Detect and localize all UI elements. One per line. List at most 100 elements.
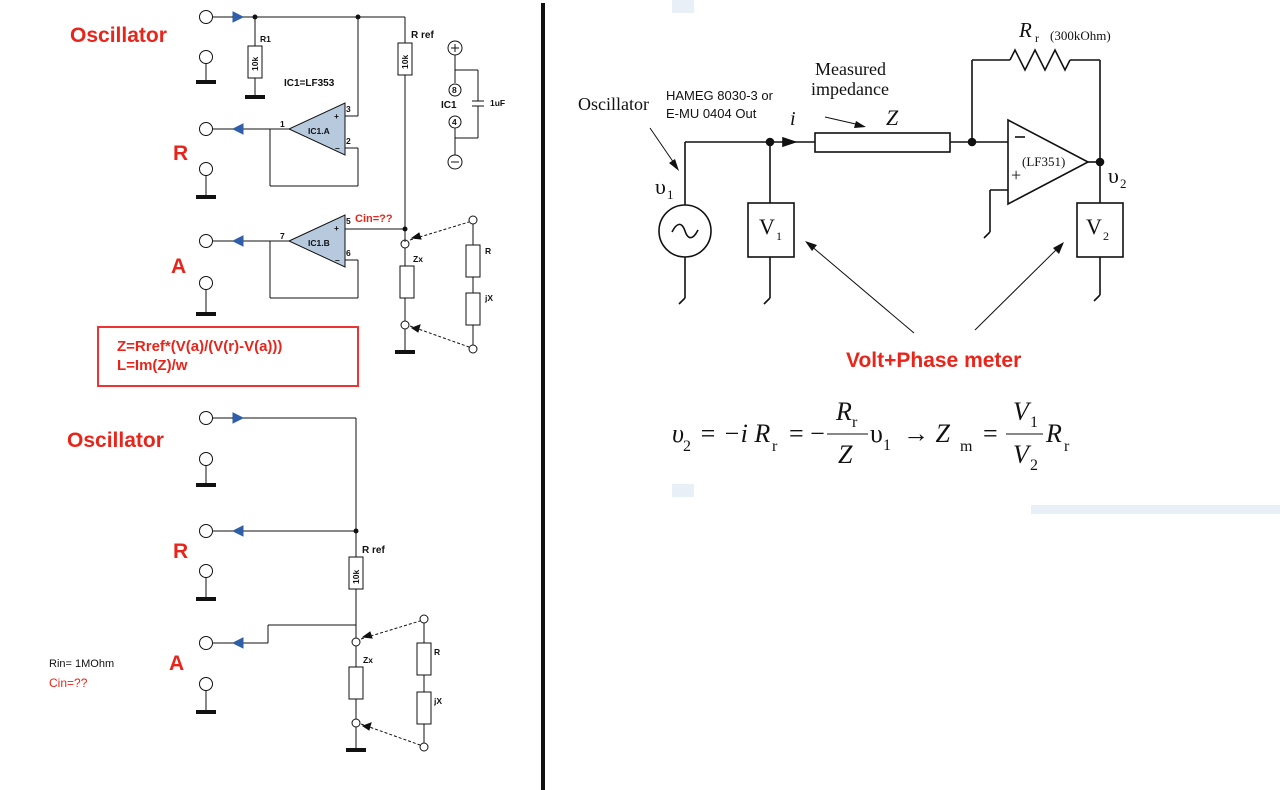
eq-tail: R (1045, 419, 1062, 448)
rr-symbol: R (1018, 18, 1032, 42)
meter2-label: V (1086, 214, 1102, 239)
eq-frac2-num: V (1013, 397, 1032, 426)
eq-term1: = −i R (699, 419, 770, 448)
a-label-bottom: A (169, 652, 184, 675)
current-symbol: i (790, 108, 796, 130)
r1-name: R1 (260, 34, 271, 44)
a-jack-bottom (196, 636, 233, 714)
ic1a-minus-sign: – (335, 143, 340, 153)
r-jx-top (409, 215, 481, 354)
ic1b-minus-sign: – (335, 255, 340, 265)
jx-part-bottom: jX (433, 696, 442, 706)
r-part-bottom: R (434, 647, 440, 657)
formula-line2: L=Im(Z)/w (117, 357, 188, 374)
ic1b-pin-out: 7 (280, 231, 285, 241)
r-part-top: R (485, 246, 491, 256)
formula-line1: Z=Rref*(V(a)/(V(r)-V(a))) (117, 338, 283, 355)
opamp-plus: + (1011, 165, 1021, 185)
supply-pin-4: 4 (452, 117, 457, 127)
oscillator-label-bottom: Oscillator (67, 429, 164, 452)
supply-cap: 1uF (490, 98, 505, 108)
oscillator-jack-bottom (196, 411, 245, 487)
right-circuit (649, 48, 1124, 435)
zx-label-bottom: Zx (363, 655, 373, 665)
a-jack-top (196, 234, 233, 316)
opamp-label: (LF351) (1022, 154, 1065, 169)
eq-lhs: υ (672, 419, 684, 448)
eq-frac1-den: Z (838, 440, 853, 469)
rref-resistor-bottom (348, 531, 364, 638)
eq-arrow: → Z (903, 419, 951, 448)
v2-sub: 2 (1120, 176, 1127, 191)
r-label-top: R (173, 142, 188, 165)
meter1-label: V (759, 214, 775, 239)
ic1b-plus-sign: + (334, 223, 339, 233)
supply-section (447, 40, 484, 170)
meter1-sub: 1 (776, 229, 782, 243)
ic-note: IC1=LF353 (284, 78, 335, 89)
eq-after-frac1-sub: 1 (883, 437, 891, 454)
a-label-top: A (171, 255, 186, 278)
r-jack-bottom (196, 524, 233, 601)
v1-sub: 1 (667, 187, 674, 202)
rr-value: (300kOhm) (1050, 28, 1111, 43)
z-symbol: Z (886, 105, 899, 130)
background-artefacts (672, 0, 1280, 514)
measured-line1: Measured (815, 59, 886, 79)
equation: υ 2 = −i R r = − R r Z υ 1 → Z m = V 1 V… (672, 397, 1070, 474)
right-oscillator-label: Oscillator (578, 94, 649, 114)
eq-term1-sub: r (772, 438, 778, 455)
volt-phase-label: Volt+Phase meter (846, 349, 1021, 372)
cin-top: Cin=?? (355, 213, 393, 225)
ic1a-pin-out: 1 (280, 119, 285, 129)
rref-resistor-top (397, 17, 413, 242)
eq-after-frac1: υ (870, 419, 883, 448)
eq-arrow-sub: m (960, 438, 973, 455)
rref-value-top: 10k (400, 55, 410, 69)
oscillator-jack-top (196, 10, 245, 84)
v1-symbol: υ (655, 174, 666, 199)
eq-frac1-num-sub: r (852, 414, 858, 431)
eq-tail-sub: r (1064, 438, 1070, 455)
eq-frac2-den: V (1013, 440, 1032, 469)
jx-part-top: jX (484, 293, 493, 303)
v2-symbol: υ (1108, 163, 1119, 188)
ic1b-pin-minus: 6 (346, 248, 351, 258)
ic1a-pin-plus: 3 (346, 104, 351, 114)
rref-name-bottom: R ref (362, 545, 385, 556)
source-note-line2: E-MU 0404 Out (666, 106, 757, 121)
zx-label-top: Zx (413, 254, 423, 264)
ic1a-opamp (287, 102, 346, 156)
r1-resistor (245, 17, 265, 99)
eq-frac2-num-sub: 1 (1030, 414, 1038, 431)
zx-bottom (346, 637, 366, 752)
measured-line2: impedance (811, 79, 889, 99)
rref-value-bottom: 10k (351, 570, 361, 584)
r1-value: 10k (250, 57, 260, 71)
eq-frac2-den-sub: 2 (1030, 457, 1038, 474)
supply-ic: IC1 (441, 100, 457, 111)
source-note-line1: HAMEG 8030-3 or (666, 88, 774, 103)
r-jack-top (196, 122, 233, 199)
rin-note: Rin= 1MOhm (49, 658, 114, 670)
oscillator-label-top: Oscillator (70, 24, 167, 47)
ic1b-opamp (287, 214, 346, 268)
eq-frac1-num: R (835, 397, 852, 426)
eq-eq2: = − (789, 419, 825, 448)
ic1b-pin-plus: 5 (346, 216, 351, 226)
eq-lhs-sub: 2 (683, 438, 691, 455)
zx-top (395, 239, 415, 354)
ic1a-name: IC1.A (308, 126, 330, 136)
ic1a-pin-minus: 2 (346, 136, 351, 146)
rr-sub: r (1035, 31, 1039, 45)
ic1a-plus-sign: + (334, 111, 339, 121)
eq-eq3: = (983, 419, 998, 448)
supply-pin-8: 8 (452, 85, 457, 95)
formula-box: Z=Rref*(V(a)/(V(r)-V(a))) L=Im(Z)/w (97, 326, 359, 387)
cin-bottom: Cin=?? (49, 676, 88, 690)
r-label-bottom: R (173, 540, 188, 563)
meter2-sub: 2 (1103, 229, 1109, 243)
r-jx-bottom (360, 614, 432, 752)
